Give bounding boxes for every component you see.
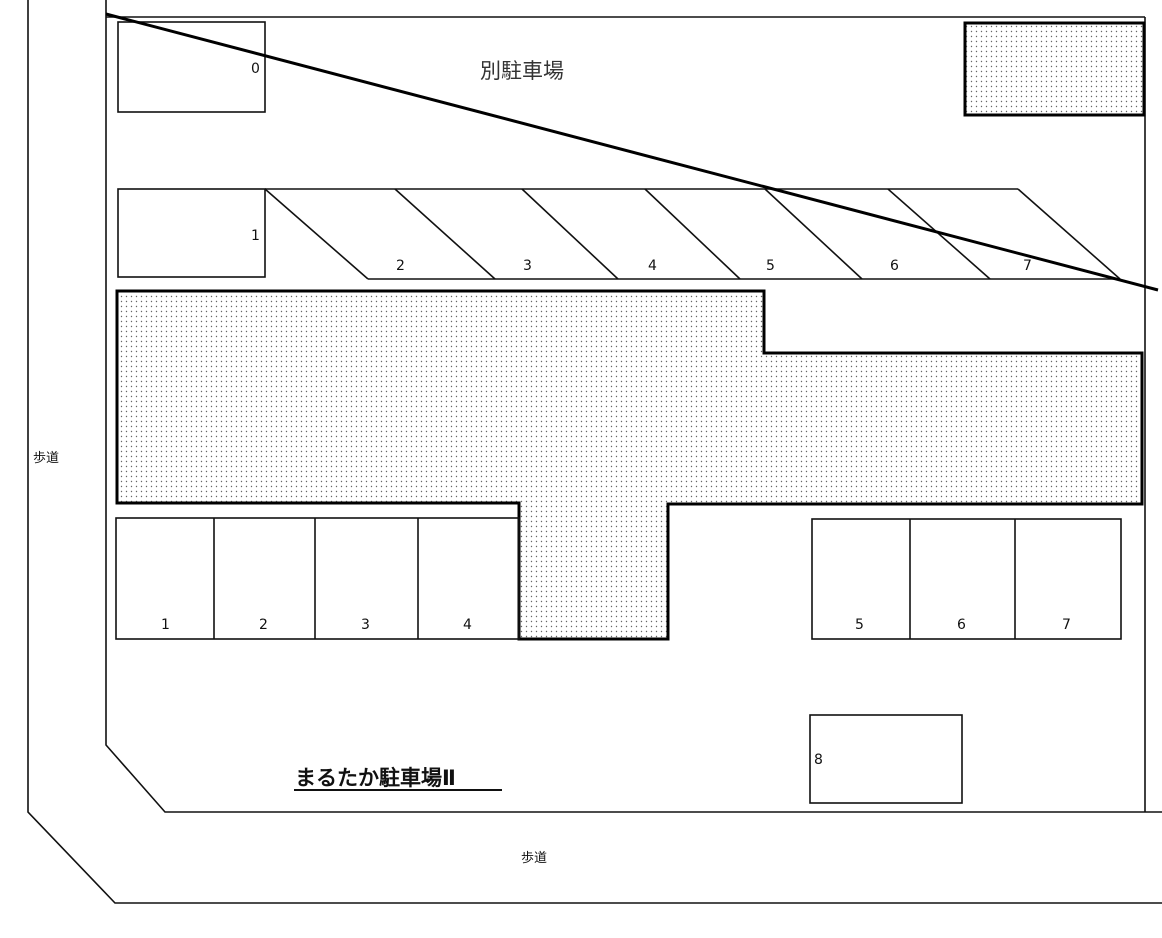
space-label-b3: 3 bbox=[361, 617, 370, 633]
cross-out-line bbox=[105, 12, 1159, 292]
other-lot-label: 別駐車場 bbox=[480, 59, 564, 83]
building-top-right bbox=[963, 21, 1146, 117]
sidewalk-label-left: 歩道 bbox=[33, 451, 59, 466]
parking-space-8 bbox=[809, 714, 963, 804]
parking-space-1 bbox=[117, 188, 266, 278]
space-label-b5: 5 bbox=[855, 617, 864, 633]
lot-boundary bbox=[105, 0, 1162, 813]
space-label-b2: 2 bbox=[259, 617, 268, 633]
space-label-4: 4 bbox=[648, 258, 657, 274]
bottom-left-spaces: 1 2 3 4 bbox=[115, 517, 520, 640]
space-label-5: 5 bbox=[766, 258, 775, 274]
space-label-b6: 6 bbox=[957, 617, 966, 633]
space-label-b4: 4 bbox=[463, 617, 472, 633]
building-main bbox=[115, 289, 1144, 641]
space-label-3: 3 bbox=[523, 258, 532, 274]
main-lot-title: まるたか駐車場Ⅱ bbox=[295, 766, 456, 790]
parking-space-0 bbox=[117, 21, 266, 113]
space-label-8: 8 bbox=[814, 752, 823, 768]
space-label-0: 0 bbox=[251, 61, 260, 77]
space-label-2: 2 bbox=[396, 258, 405, 274]
angled-parking-row: 2 3 4 5 6 7 bbox=[264, 188, 1121, 280]
sidewalk-outer-boundary bbox=[27, 0, 1162, 904]
space-label-7: 7 bbox=[1023, 258, 1032, 274]
space-label-b1: 1 bbox=[161, 617, 170, 633]
sidewalk-label-bottom: 歩道 bbox=[521, 851, 547, 866]
bottom-right-spaces: 5 6 7 bbox=[811, 518, 1122, 640]
space-label-6: 6 bbox=[890, 258, 899, 274]
space-label-1: 1 bbox=[251, 228, 260, 244]
space-label-b7: 7 bbox=[1062, 617, 1071, 633]
